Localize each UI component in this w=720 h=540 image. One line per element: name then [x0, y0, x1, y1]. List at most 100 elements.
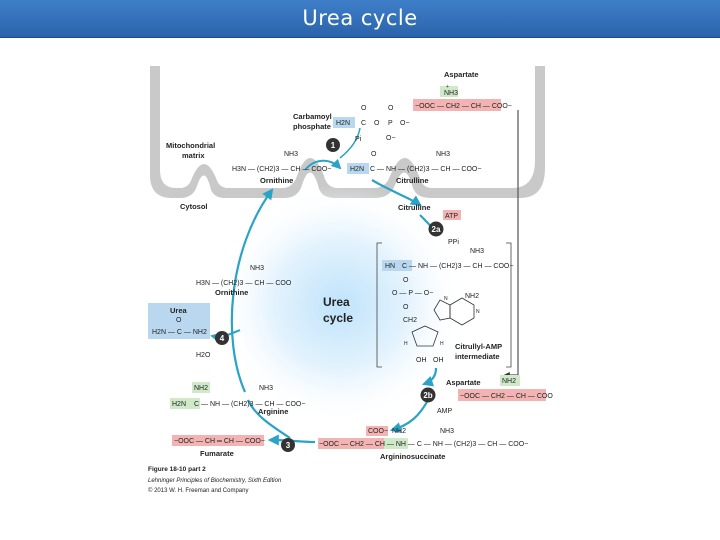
- as-coo: COO−: [368, 428, 388, 435]
- mito-aspartate-box: [413, 99, 501, 111]
- mito-label-1: Mitochondrial: [166, 141, 215, 150]
- as-coo-box: [366, 426, 388, 436]
- step1-arrow: [304, 158, 342, 171]
- mito-citrulline-nh3: NH3: [436, 151, 450, 158]
- mito-ornithine-nh3: NH3: [284, 151, 298, 158]
- as-formula: −OOC — CH2 — CH — NH — C — NH — (CH2)3 —…: [319, 441, 528, 448]
- as-red-box: [318, 438, 384, 449]
- carbamoyl-label-1: Carbamoyl: [293, 112, 332, 121]
- carbamoyl-arrow: [339, 127, 361, 159]
- svg-text:2b: 2b: [423, 391, 432, 400]
- cyto-citrulline-label: Citrulline: [398, 203, 431, 212]
- carbamoyl-p: P: [388, 120, 393, 127]
- arg-nh3: NH3: [259, 385, 273, 392]
- urea-label: Urea: [170, 306, 188, 315]
- cycle-arrow-top: [371, 179, 422, 207]
- int-nh3: NH3: [470, 248, 484, 255]
- as-nh3: NH3: [440, 428, 454, 435]
- arg-h2n-box: [170, 398, 200, 409]
- pi-label: Pi: [355, 136, 362, 143]
- adenine-ring: N N: [433, 296, 480, 326]
- carbamoyl-o-minus: O−: [400, 120, 410, 127]
- arg-nh2: NH2: [194, 385, 208, 392]
- carbamoyl-o-bridge: O: [374, 120, 380, 127]
- center-label-2: cycle: [323, 311, 353, 325]
- atp-box: [443, 210, 461, 220]
- int-o-2: O: [403, 304, 409, 311]
- arg-h2n: H2N: [172, 401, 186, 408]
- caption-line-1: Figure 18-10 part 2: [148, 466, 206, 473]
- amp-label: AMP: [437, 408, 453, 415]
- carbamoyl-label-2: phosphate: [293, 122, 331, 131]
- citrulline-h2n-box: [347, 163, 369, 174]
- ribose-oh-1: OH: [416, 357, 427, 364]
- int-hn-box: [382, 260, 412, 271]
- urea-box: [148, 303, 210, 339]
- step-1: 1: [326, 138, 340, 152]
- cycle-arrow-left: [230, 188, 274, 393]
- step-3: 3: [281, 438, 295, 452]
- mito-aspartate-formula: −OOC — CH2 — CH — COO−: [415, 103, 512, 110]
- int-label-1: Citrullyl-AMP: [455, 342, 502, 351]
- fumarate-formula: −OOC — CH ═ CH — COO−: [174, 438, 265, 445]
- h2o-label: H2O: [196, 352, 211, 359]
- mito-nh3-box: [440, 86, 458, 97]
- arg-formula: C — NH — (CH2)3 — CH — COO−: [194, 401, 305, 408]
- mito-label-2: matrix: [182, 151, 205, 160]
- cycle-glow: [215, 185, 465, 425]
- carbamoyl-o-minus-2: O−: [386, 135, 396, 142]
- mito-ornithine-label: Ornithine: [260, 176, 293, 185]
- carbamoyl-c: C: [361, 120, 366, 127]
- center-label-1: Urea: [323, 295, 350, 309]
- carbamoyl-p-o: O: [388, 105, 394, 112]
- cyto-aspartate-label: Aspartate: [446, 378, 481, 387]
- arg-nh2-box: [192, 382, 210, 393]
- atp-label: ATP: [445, 213, 458, 220]
- ppi-label: PPi: [448, 239, 459, 246]
- mito-citrulline-h2n: H2N: [350, 166, 364, 173]
- cytosol-label: Cytosol: [180, 202, 208, 211]
- ribose-ring: H H OH OH: [404, 325, 444, 364]
- cycle-arrow-right-2: [421, 367, 438, 387]
- slide-title-bar: Urea cycle: [0, 0, 720, 38]
- cyto-aspartate-box: [458, 389, 546, 401]
- cyto-ornithine-nh3: NH3: [250, 265, 264, 272]
- as-nh2: NH2: [392, 428, 406, 435]
- mito-citrulline-o: O: [371, 151, 377, 158]
- int-phosphate: O — P — O−: [392, 290, 433, 297]
- svg-text:3: 3: [286, 441, 291, 450]
- mito-nh3-plus: +: [446, 84, 449, 90]
- fumarate-box: [172, 435, 264, 446]
- int-formula: C — NH — (CH2)3 — CH — COO−: [402, 263, 513, 270]
- caption-line-3: © 2013 W. H. Freeman and Company: [148, 487, 248, 494]
- adenine-n-2: N: [444, 296, 448, 302]
- svg-text:4: 4: [220, 334, 225, 343]
- cyto-ornithine-formula: H3N — (CH2)3 — CH — COO: [196, 280, 292, 287]
- step-2a: 2a: [428, 221, 444, 237]
- ribose-h-2: H: [440, 341, 444, 347]
- cyto-aspartate-formula: −OOC — CH2 — CH — COO: [460, 393, 553, 400]
- cycle-arrow-arg: [247, 399, 291, 439]
- svg-text:1: 1: [331, 141, 336, 150]
- int-hn: HN: [385, 263, 395, 270]
- ribose-oh-2: OH: [433, 357, 444, 364]
- cyto-ornithine-label: Ornithine: [215, 288, 248, 297]
- carbamoyl-h2n: H2N: [336, 120, 350, 127]
- mito-aspartate-label: Aspartate: [444, 70, 479, 79]
- caption-line-2: Lehninger Principles of Biochemistry, Si…: [148, 478, 282, 484]
- cycle-arrow-right-3: [389, 399, 429, 433]
- mito-citrulline-formula: C — NH — (CH2)3 — CH — COO−: [370, 166, 481, 173]
- mito-ornithine-formula: H3N — (CH2)3 — CH — COO−: [232, 166, 331, 173]
- intermediate-bracket-left: [376, 242, 382, 368]
- as-nh-box: [384, 438, 408, 449]
- carbamoyl-h2n-box: [333, 117, 355, 128]
- intermediate-bracket-right: [506, 242, 512, 368]
- step-4: 4: [215, 331, 229, 345]
- cyto-aspartate-nh2: NH2: [502, 378, 516, 385]
- adenine-n-1: N: [476, 309, 480, 315]
- fumarate-label: Fumarate: [200, 449, 234, 458]
- as-label: Argininosuccinate: [380, 452, 445, 461]
- urea-o: O: [176, 317, 182, 324]
- step-2b: 2b: [420, 387, 436, 403]
